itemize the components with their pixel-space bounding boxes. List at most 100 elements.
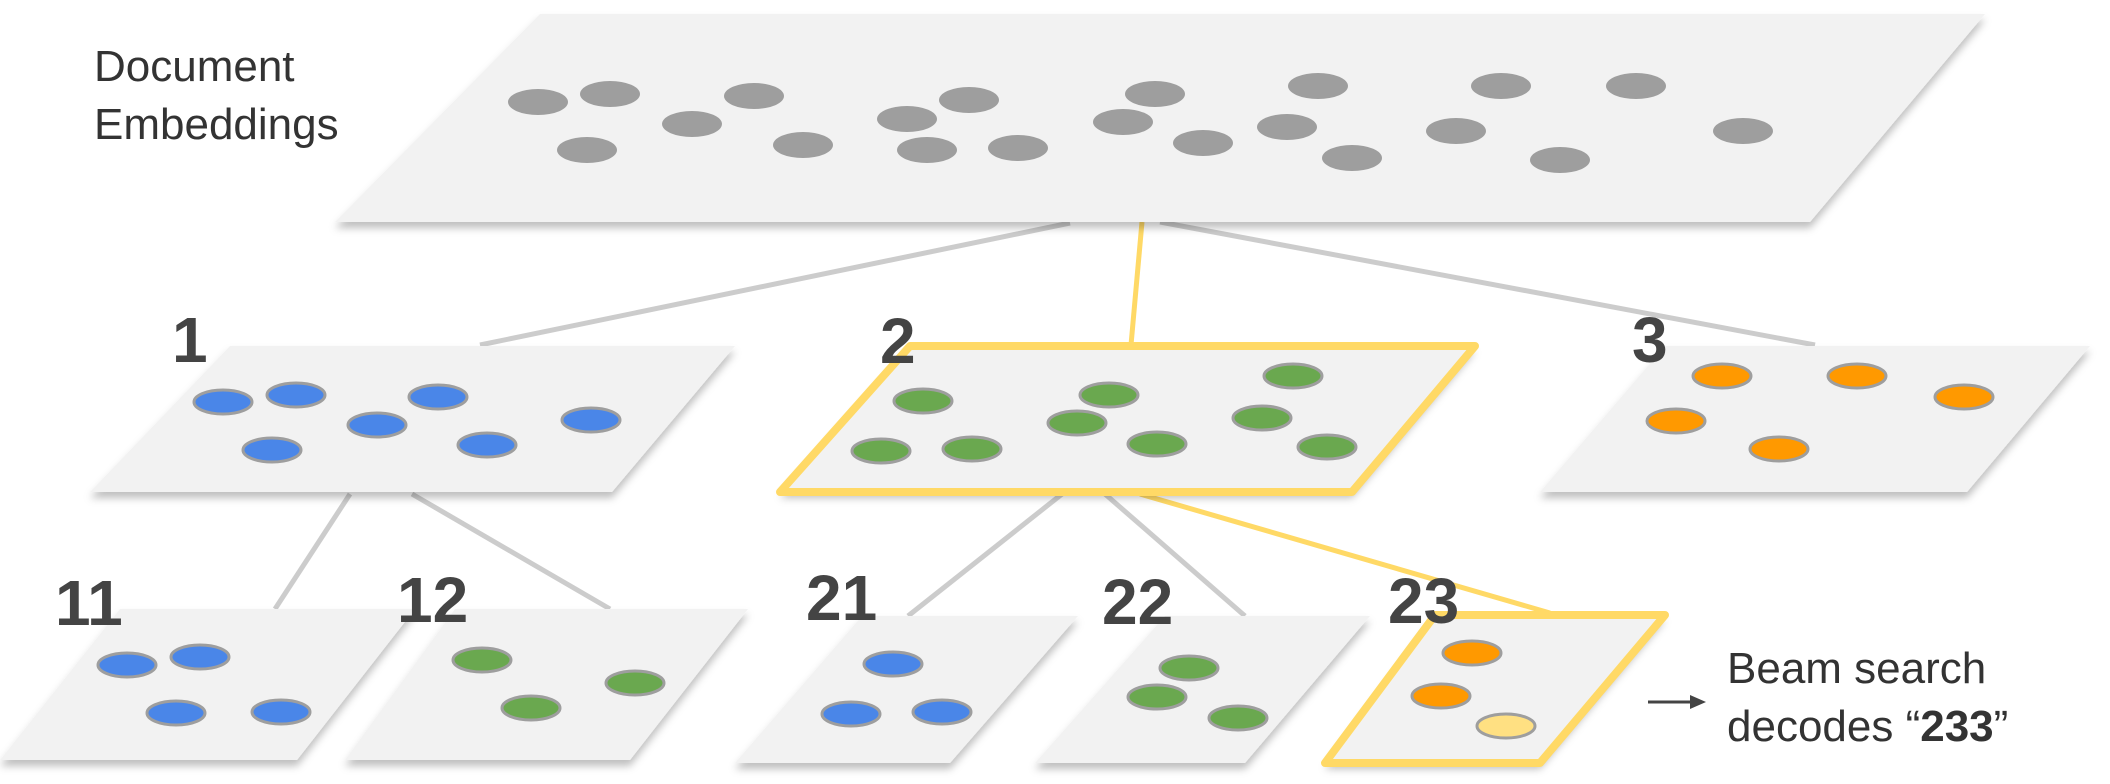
- cluster-23-selected-dot: [1475, 712, 1537, 740]
- cluster-1-dot: [265, 381, 327, 409]
- beam-search-line2: decodes “233”: [1727, 698, 2008, 756]
- cluster-23-dot: [1441, 639, 1503, 667]
- cluster-22-surface: [1035, 616, 1370, 763]
- cluster-11-dot: [145, 699, 207, 727]
- beam-search-suffix: ”: [1993, 702, 2009, 751]
- embedding-dot: [557, 137, 617, 163]
- embedding-dot: [508, 89, 568, 115]
- cluster-2-dot: [941, 435, 1003, 463]
- cluster-1-dot: [346, 411, 408, 439]
- cluster-3-dot: [1748, 435, 1810, 463]
- embedding-dot: [1288, 73, 1348, 99]
- embedding-dot: [897, 137, 957, 163]
- connector-root-3: [1159, 219, 1816, 348]
- cluster-21-dot: [820, 700, 882, 728]
- cluster-2-highlight: [776, 342, 1479, 496]
- cluster-12-dot: [500, 694, 562, 722]
- beam-search-line1: Beam search: [1727, 644, 1987, 693]
- connector-root-2: [1128, 221, 1145, 346]
- cluster-1-dot: [241, 436, 303, 464]
- cluster-12-dot: [604, 669, 666, 697]
- cluster-23-highlight: [1321, 611, 1669, 767]
- cluster-label-21: 21: [806, 562, 877, 634]
- cluster-label-1: 1: [172, 304, 208, 376]
- cluster-21-dot: [862, 650, 924, 678]
- cluster-1-panel: [90, 346, 735, 492]
- cluster-12-surface: [345, 609, 748, 760]
- cluster-23-panel: [1321, 611, 1669, 767]
- cluster-23-dot: [1410, 682, 1472, 710]
- document-embeddings-line2: Embeddings: [94, 100, 339, 149]
- cluster-2-dot: [892, 387, 954, 415]
- embedding-dot: [1530, 147, 1590, 173]
- embedding-dot: [1173, 130, 1233, 156]
- arrow-icon: [1648, 695, 1706, 709]
- cluster-label-23: 23: [1388, 565, 1459, 637]
- cluster-21-dot: [911, 698, 973, 726]
- embedding-dot: [877, 106, 937, 132]
- embedding-dot: [662, 111, 722, 137]
- cluster-2-dot: [1296, 433, 1358, 461]
- connector-2-23: [1139, 491, 1551, 616]
- cluster-2-dot: [1262, 362, 1324, 390]
- cluster-2-dot: [1078, 381, 1140, 409]
- cluster-3-dot: [1645, 407, 1707, 435]
- embedding-dot: [1093, 109, 1153, 135]
- cluster-2-dot: [1046, 409, 1108, 437]
- cluster-3-dot: [1933, 383, 1995, 411]
- connector-root-1: [479, 220, 1071, 348]
- cluster-21-panel: [735, 616, 1078, 763]
- cluster-3-dot: [1691, 362, 1753, 390]
- embedding-dot: [773, 132, 833, 158]
- embedding-dot: [1426, 118, 1486, 144]
- cluster-3-dot: [1826, 362, 1888, 390]
- embedding-dot: [1471, 73, 1531, 99]
- embedding-dot: [1257, 114, 1317, 140]
- embedding-dots: [508, 73, 1773, 173]
- cluster-22-panel: [1035, 616, 1370, 763]
- cluster-3-surface: [1540, 346, 2090, 492]
- cluster-12-panel: [345, 609, 748, 760]
- connector-1-11: [272, 492, 353, 611]
- cluster-2-dot: [1126, 430, 1188, 458]
- document-embeddings-line1: Document: [94, 42, 295, 91]
- cluster-2-dot: [1231, 404, 1293, 432]
- cluster-2-panel: [776, 342, 1479, 496]
- embedding-dot: [988, 135, 1048, 161]
- cluster-label-2: 2: [880, 305, 916, 377]
- beam-search-code: 233: [1920, 702, 1994, 751]
- embedding-dot: [1322, 145, 1382, 171]
- embedding-dot: [1606, 73, 1666, 99]
- beam-search-prefix: decodes “: [1727, 702, 1921, 751]
- embedding-dot: [1713, 118, 1773, 144]
- cluster-label-11: 11: [55, 567, 123, 639]
- cluster-11-dot: [250, 698, 312, 726]
- cluster-11-dot: [96, 651, 158, 679]
- cluster-11-dot: [169, 643, 231, 671]
- embedding-dot: [1125, 81, 1185, 107]
- cluster-1-dot: [456, 431, 518, 459]
- beam-search-label: Beam search decodes “233”: [1727, 640, 2008, 756]
- root-panel-surface: [335, 14, 1985, 222]
- document-embeddings-label: Document Embeddings: [94, 38, 339, 154]
- cluster-22-dot: [1158, 654, 1220, 682]
- embedding-dot: [724, 83, 784, 109]
- cluster-11-panel: [0, 609, 415, 760]
- cluster-11-surface: [0, 609, 415, 760]
- cluster-12-dot: [451, 646, 513, 674]
- cluster-label-12: 12: [397, 564, 468, 636]
- connector-2-22: [1103, 492, 1247, 618]
- cluster-1-dot: [560, 406, 622, 434]
- embedding-dot: [939, 87, 999, 113]
- connector-2-21: [906, 492, 1064, 618]
- connectors: [272, 219, 1816, 618]
- embedding-dot: [580, 81, 640, 107]
- cluster-22-dot: [1207, 704, 1269, 732]
- cluster-2-dot: [850, 437, 912, 465]
- cluster-21-surface: [735, 616, 1078, 763]
- cluster-3-panel: [1540, 346, 2090, 492]
- cluster-1-dot: [192, 388, 254, 416]
- cluster-label-3: 3: [1632, 304, 1668, 376]
- cluster-1-dot: [407, 383, 469, 411]
